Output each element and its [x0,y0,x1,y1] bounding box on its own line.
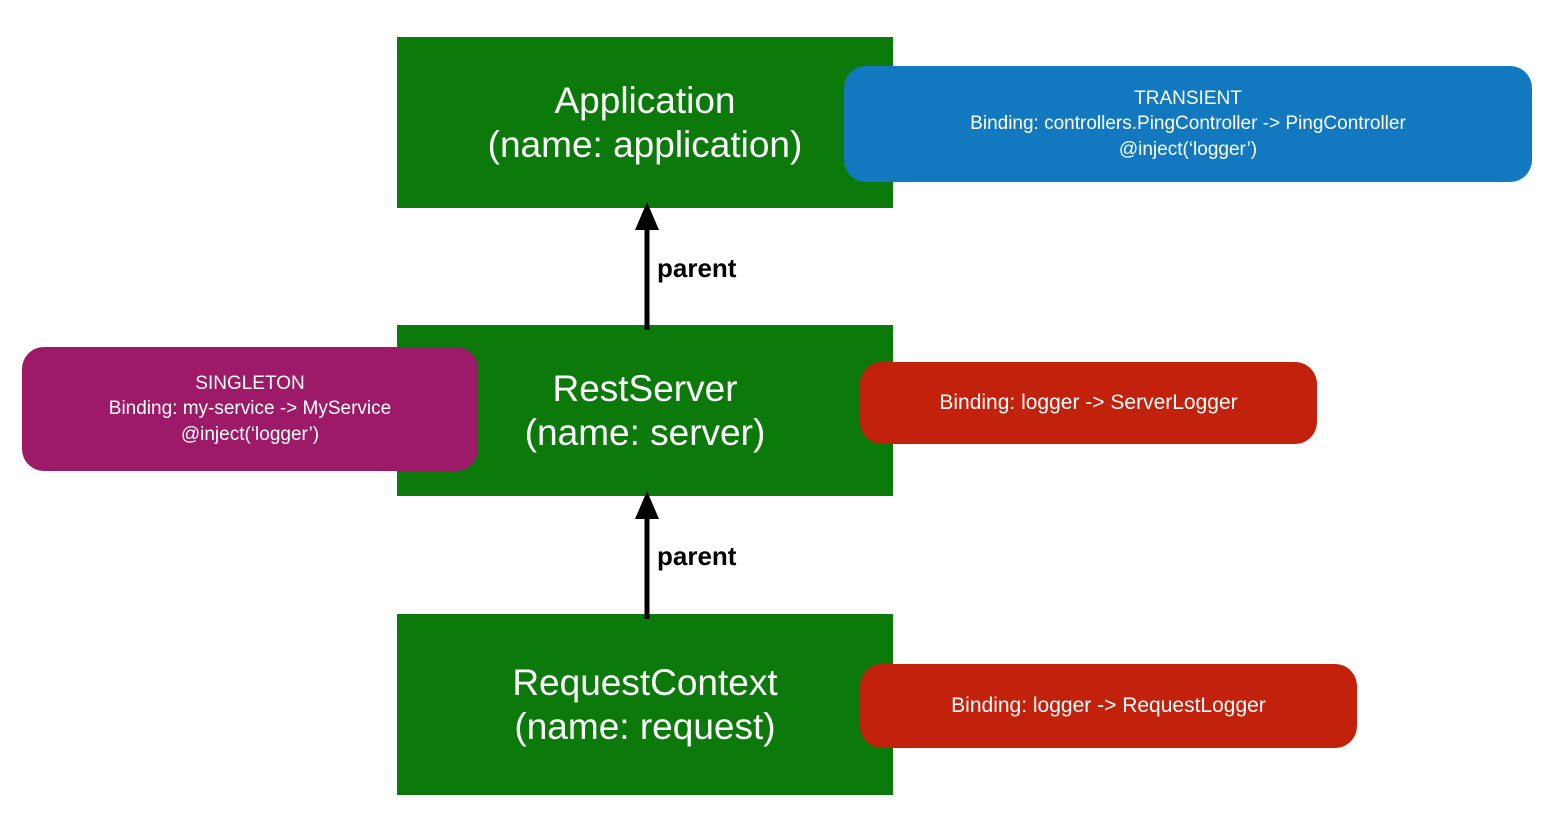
binding-text-singleton: Binding: my-service -> MyService [108,398,392,420]
context-title-application: Application [554,79,736,121]
parent-label-upper: parent [657,253,737,283]
parent-arrow-restserver-to-application [635,202,659,330]
context-title-requestcontext: RequestContext [512,661,778,703]
context-subtitle-application: (name: application) [487,123,803,165]
binding-inject-singleton: @inject(‘logger’) [180,423,320,445]
context-title-restserver: RestServer [552,367,738,409]
binding-callout-request-logger[interactable]: Binding: logger -> RequestLogger [860,664,1357,748]
binding-inject-transient: @inject(‘logger’) [1118,138,1258,160]
binding-scope-singleton: SINGLETON [195,373,305,395]
context-subtitle-restserver: (name: server) [524,411,766,453]
binding-text-server-logger: Binding: logger -> ServerLogger [939,391,1238,415]
binding-text-transient: Binding: controllers.PingController -> P… [970,113,1406,135]
context-subtitle-requestcontext: (name: request) [514,705,776,747]
parent-arrow-requestcontext-to-restserver [635,491,659,619]
binding-text-request-logger: Binding: logger -> RequestLogger [951,694,1266,718]
parent-label-lower: parent [657,541,737,571]
context-box-restserver[interactable]: RestServer (name: server) [397,325,893,496]
context-box-requestcontext[interactable]: RequestContext (name: request) [397,614,893,795]
binding-callout-server-logger[interactable]: Binding: logger -> ServerLogger [860,362,1317,444]
binding-callout-transient[interactable]: TRANSIENT Binding: controllers.PingContr… [844,66,1532,182]
binding-callout-singleton[interactable]: SINGLETON Binding: my-service -> MyServi… [22,347,478,471]
binding-scope-transient: TRANSIENT [1134,88,1242,110]
context-box-application[interactable]: Application (name: application) [397,37,893,208]
